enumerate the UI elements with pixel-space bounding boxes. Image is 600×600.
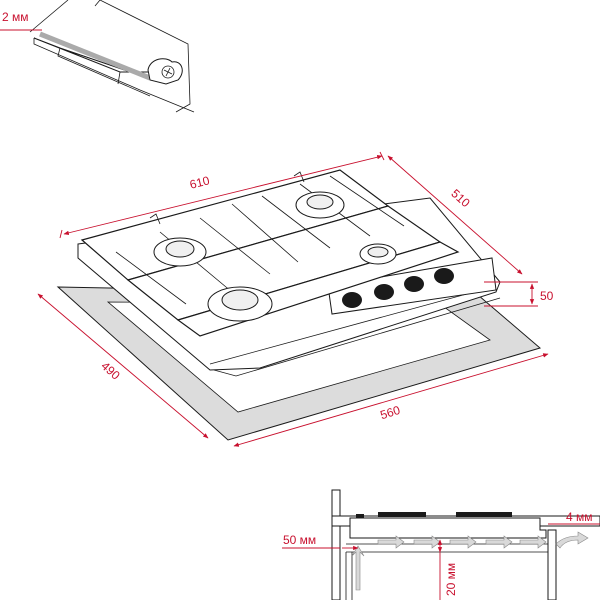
knob-1[interactable] (342, 292, 362, 308)
sealing-gap-dimension: 2 мм (0, 10, 42, 31)
burner-front-left (207, 286, 273, 322)
cutout-width-label: 560 (378, 403, 402, 422)
vent-gap-dimension: 4 мм (548, 510, 600, 525)
bottom-clearance-label: 20 мм (444, 563, 458, 596)
knob-4[interactable] (434, 268, 454, 284)
hob-height-label: 50 (540, 289, 554, 303)
burner-rear-right (295, 191, 345, 219)
hob-height-dimension: 50 (484, 281, 554, 307)
section-view (331, 489, 600, 600)
knob-2[interactable] (374, 284, 394, 300)
side-clearance-label: 50 мм (283, 533, 316, 547)
burner-front-right (359, 243, 397, 265)
side-clearance-dimension: 50 мм (282, 533, 359, 551)
cutout-width-dimension: 560 (233, 353, 549, 447)
bottom-clearance-dimension: 20 мм (437, 539, 458, 600)
hob-width-label: 610 (188, 173, 211, 192)
burner-rear-left (153, 237, 207, 267)
hob-width-dimension: 610 (59, 151, 385, 239)
sealing-gap-label: 2 мм (2, 10, 29, 24)
airflow-arrows (351, 531, 589, 591)
seal-detail (29, 0, 195, 113)
hob-depth-label: 510 (448, 186, 472, 210)
knob-3[interactable] (404, 276, 424, 292)
vent-gap-label: 4 мм (566, 510, 593, 524)
